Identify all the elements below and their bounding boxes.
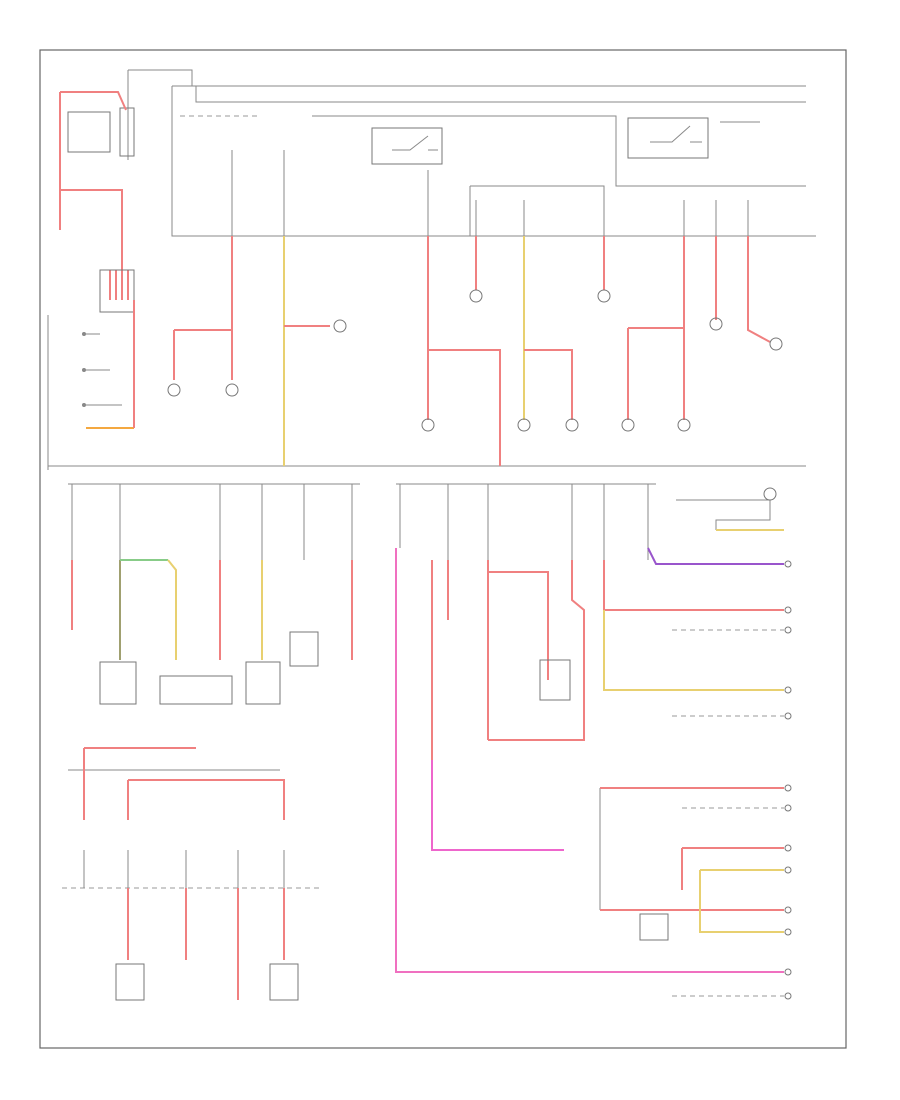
module-e: [539, 659, 571, 701]
relay-box-2: [627, 117, 709, 159]
relay-box-3: [639, 913, 669, 941]
fuse-cluster: [99, 269, 135, 313]
module-d: [289, 631, 319, 667]
module-b: [159, 675, 233, 705]
module-a: [99, 661, 137, 705]
pink-trunk: [395, 548, 784, 973]
right-connectors: [599, 560, 792, 1000]
module-c: [245, 661, 281, 705]
battery-section: [47, 69, 806, 470]
lower-right-fuses: [396, 483, 784, 851]
lower-left-fuses: [68, 483, 360, 705]
upper-wires: [167, 236, 783, 466]
battery-symbol: [67, 111, 111, 153]
bottom-left-junction: [62, 747, 320, 1001]
diagram-frame: [39, 49, 847, 1049]
relay-box-1: [371, 127, 443, 165]
module-g: [269, 963, 299, 1001]
fuse-block: [171, 85, 816, 237]
module-f: [115, 963, 145, 1001]
top-fuses: [231, 150, 749, 236]
